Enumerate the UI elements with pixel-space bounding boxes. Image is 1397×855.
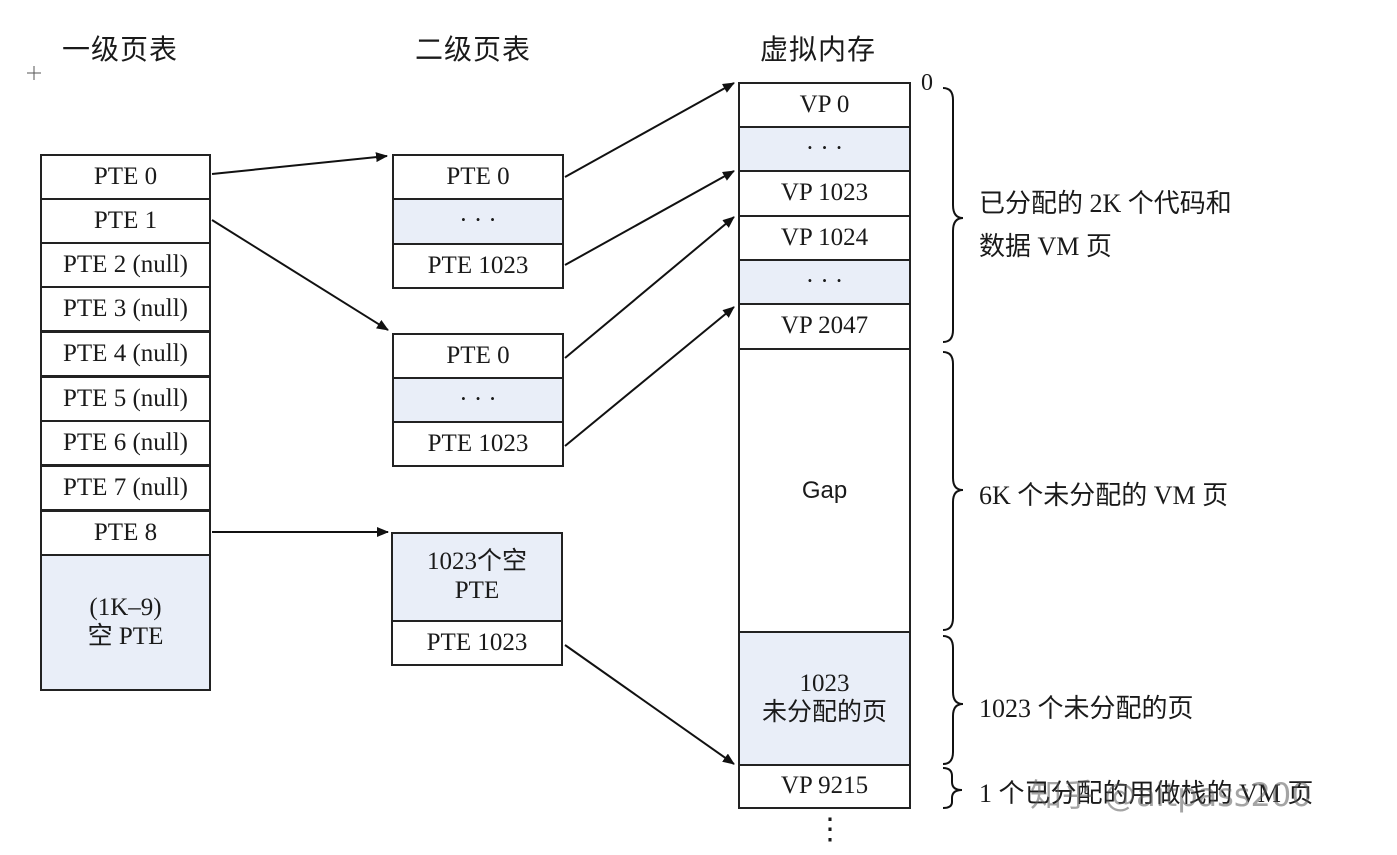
level2a-pte-0: PTE 0 — [392, 154, 564, 200]
label-allocated-line2: 数据 VM 页 — [979, 232, 1112, 261]
brace-stack — [942, 767, 963, 809]
vm-more-ellipsis: ⋮ — [815, 813, 845, 846]
level2b-pte-1023: PTE 1023 — [392, 421, 564, 467]
vm-gap: Gap — [738, 348, 911, 633]
vm-vp-2047: VP 2047 — [738, 303, 911, 350]
virtual-memory: VP 0 · · · VP 1023 VP 1024 · · · VP 2047… — [738, 82, 911, 809]
brace-gap — [942, 351, 964, 631]
level2b-pte-0: PTE 0 — [392, 333, 564, 379]
level1-pte-6: PTE 6 (null) — [40, 420, 211, 466]
level2c-empty-line1: 1023个空 — [426, 548, 527, 576]
brace-unallocated — [942, 635, 964, 765]
level1-pte-8: PTE 8 — [40, 510, 211, 556]
level2-title: 二级页表 — [415, 33, 532, 66]
brace-allocated — [942, 87, 964, 343]
level2a-pte-1023: PTE 1023 — [392, 243, 564, 289]
vm-unalloc-line1: 1023 — [799, 669, 850, 697]
arrow-l2b0-to-vp1024 — [564, 216, 735, 359]
level1-empty-line2: 空 PTE — [87, 622, 164, 650]
level2c-empty-line2: PTE — [454, 577, 500, 604]
level1-empty-line1: (1K–9) — [89, 593, 162, 621]
level2-table-c: 1023个空 PTE PTE 1023 — [391, 532, 563, 666]
label-gap: 6K 个未分配的 VM 页 — [979, 481, 1229, 510]
level1-pte-3: PTE 3 (null) — [40, 286, 211, 332]
level1-pte-2: PTE 2 (null) — [40, 242, 211, 288]
vm-vp-9215: VP 9215 — [738, 764, 911, 809]
vm-unallocated-pages: 1023 未分配的页 — [738, 631, 911, 766]
arrow-l1pte1-to-l2b — [211, 219, 389, 331]
level2c-pte-1023: PTE 1023 — [391, 620, 563, 666]
level2-table-b: PTE 0 · · · PTE 1023 — [392, 333, 564, 467]
arrow-l2a0-to-vp0 — [564, 82, 735, 178]
vm-zero-label: 0 — [921, 70, 933, 96]
vm-vp-1024: VP 1024 — [738, 215, 911, 261]
level2a-ellipsis: · · · — [392, 198, 564, 245]
level1-title: 一级页表 — [62, 33, 179, 66]
arrow-l2c1023-to-vp9215 — [564, 644, 735, 765]
vm-title: 虚拟内存 — [760, 33, 877, 66]
vm-vp-1023: VP 1023 — [738, 170, 911, 217]
label-allocated-line1: 已分配的 2K 个代码和 — [979, 189, 1232, 218]
arrow-l1pte0-to-l2a — [211, 152, 388, 175]
level1-page-table: PTE 0 PTE 1 PTE 2 (null) PTE 3 (null) PT… — [40, 154, 211, 691]
vm-unalloc-line2: 未分配的页 — [761, 698, 887, 726]
level1-empty-ptes: (1K–9) 空 PTE — [40, 554, 211, 691]
level1-pte-4: PTE 4 (null) — [40, 331, 211, 377]
arrow-l2b1023-to-vp2047 — [564, 306, 735, 447]
level2c-empty-ptes: 1023个空 PTE — [391, 532, 563, 622]
arrow-l2a1023-to-vp1023 — [564, 170, 735, 266]
label-stack: 1 个已分配的用做栈的 VM 页 — [979, 779, 1314, 808]
watermark: 知乎 @aitpass200 — [1030, 776, 1312, 814]
label-unallocated: 1023 个未分配的页 — [979, 694, 1194, 723]
level2-table-a: PTE 0 · · · PTE 1023 — [392, 154, 564, 289]
